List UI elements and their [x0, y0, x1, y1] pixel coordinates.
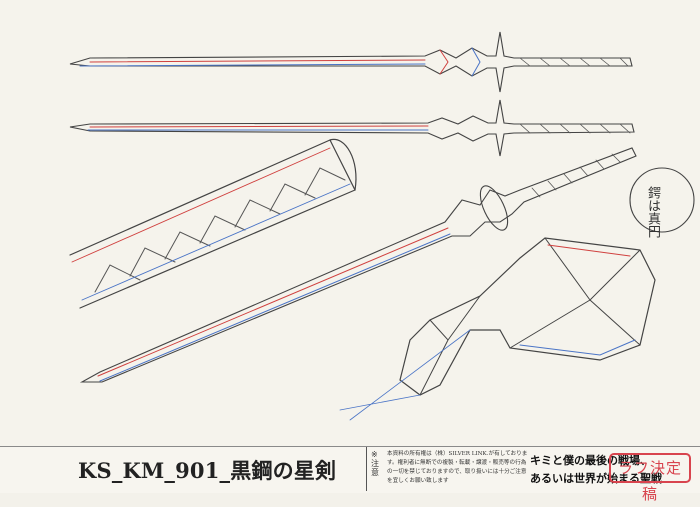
footer-bar — [0, 446, 700, 493]
handle-wrap-closeup — [69, 138, 357, 309]
sword-front-view — [69, 99, 635, 157]
copyright-notice: ※注意 本資料の所有権は（株）SILVER LINK.が有しております。権利者に… — [366, 447, 527, 491]
series-logo: キミと僕の最後の戦場、 あるいは世界が始まる聖戦 — [530, 448, 662, 490]
sword-diagonal-view — [79, 147, 637, 383]
tsuba-note-circle — [629, 167, 695, 233]
logo-line-1: キミと僕の最後の戦場、 — [530, 454, 651, 467]
sword-side-view-top — [69, 31, 633, 93]
sword-drawings — [69, 31, 695, 421]
handwritten-note: 鍔は真円 — [630, 168, 700, 240]
guard-detail-closeup — [339, 237, 656, 421]
stamp-text: ラフ決定稿 — [617, 459, 682, 503]
notice-text: 本資料の所有権は（株）SILVER LINK.が有しております。権利者に無断での… — [387, 451, 528, 484]
notice-label: ※注意 — [371, 450, 379, 477]
sheet-title: KS_KM_901_黒鋼の星剣 — [78, 458, 337, 483]
handwritten-note-text: 鍔は真円 — [645, 186, 660, 238]
approval-stamp: ラフ決定稿 — [609, 453, 691, 503]
model-sheet: 鍔は真円 KS_KM_901_黒鋼の星剣 ※注意 本資料の所有権は（株）SILV… — [0, 31, 700, 503]
